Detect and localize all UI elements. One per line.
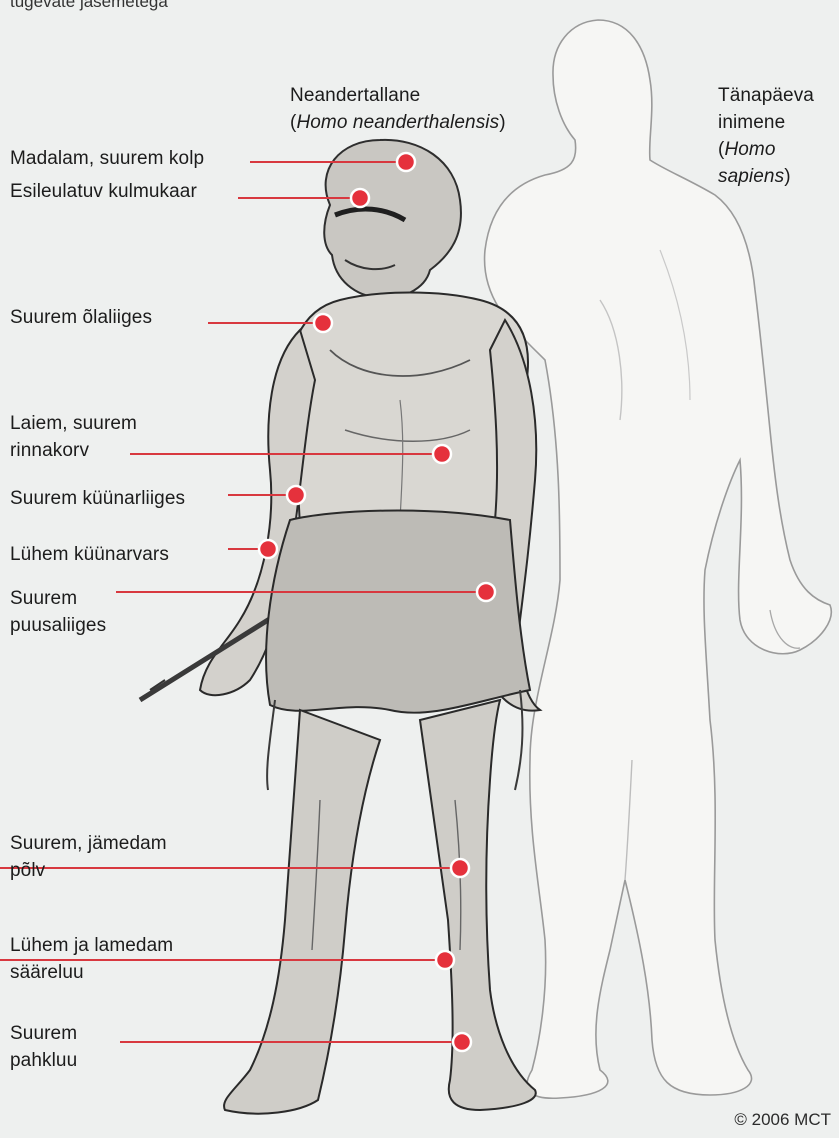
- callout-dot-shoulder: [314, 314, 332, 332]
- label-knee-line2: põlv: [10, 860, 45, 881]
- callout-dot-skull: [397, 153, 415, 171]
- modern-latin-species: sapiens: [718, 166, 784, 187]
- callout-dot-brow-ridge: [351, 189, 369, 207]
- callout-dot-shin: [436, 951, 454, 969]
- modern-title-line1: Tänapäeva: [718, 85, 814, 106]
- label-ankle-line2: pahkluu: [10, 1050, 77, 1071]
- label-shin: Lühem ja lamedam sääreluu: [10, 932, 173, 986]
- neanderthal-latin-name: Homo neanderthalensis: [296, 112, 499, 133]
- label-skull-text: Madalam, suurem kolp: [10, 148, 204, 169]
- label-hip: Suurem puusaliiges: [10, 585, 106, 639]
- label-ankle: Suurem pahkluu: [10, 1020, 77, 1074]
- callout-dot-ankle: [453, 1033, 471, 1051]
- callout-dot-ribcage: [433, 445, 451, 463]
- modern-title-close-paren: ): [784, 166, 790, 187]
- neanderthal-figure: [140, 140, 540, 1114]
- label-shin-line2: sääreluu: [10, 962, 84, 983]
- label-hip-line2: puusaliiges: [10, 615, 106, 636]
- label-brow-ridge-text: Esileulatuv kulmukaar: [10, 181, 197, 202]
- label-ribcage: Laiem, suurem rinnakorv: [10, 410, 137, 464]
- modern-human-title: Tänapäeva inimene (Homo sapiens): [718, 82, 814, 190]
- label-shoulder: Suurem õlaliiges: [10, 304, 152, 331]
- copyright-credit: © 2006 MCT: [734, 1110, 831, 1130]
- label-elbow: Suurem küünarliiges: [10, 485, 185, 512]
- label-forearm-text: Lühem küünarvars: [10, 544, 169, 565]
- label-knee: Suurem, jämedam põlv: [10, 830, 167, 884]
- label-shin-line1: Lühem ja lamedam: [10, 935, 173, 956]
- label-brow-ridge: Esileulatuv kulmukaar: [10, 178, 197, 205]
- modern-latin-genus: Homo: [724, 139, 775, 160]
- label-ribcage-line1: Laiem, suurem: [10, 413, 137, 434]
- label-skull: Madalam, suurem kolp: [10, 145, 204, 172]
- modern-title-line2: inimene: [718, 112, 785, 133]
- label-hip-line1: Suurem: [10, 588, 77, 609]
- callout-dot-forearm: [259, 540, 277, 558]
- neanderthal-title-close-paren: ): [499, 112, 505, 133]
- caption-fragment: tugevate jäsemetega: [10, 0, 168, 12]
- neanderthal-title: Neandertallane (Homo neanderthalensis): [290, 82, 506, 136]
- label-ankle-line1: Suurem: [10, 1023, 77, 1044]
- label-knee-line1: Suurem, jämedam: [10, 833, 167, 854]
- callout-dot-elbow: [287, 486, 305, 504]
- label-elbow-text: Suurem küünarliiges: [10, 488, 185, 509]
- callout-dot-hip: [477, 583, 495, 601]
- neanderthal-title-line1: Neandertallane: [290, 85, 420, 106]
- label-ribcage-line2: rinnakorv: [10, 440, 89, 461]
- label-forearm: Lühem küünarvars: [10, 541, 169, 568]
- callout-dot-knee: [451, 859, 469, 877]
- label-shoulder-text: Suurem õlaliiges: [10, 307, 152, 328]
